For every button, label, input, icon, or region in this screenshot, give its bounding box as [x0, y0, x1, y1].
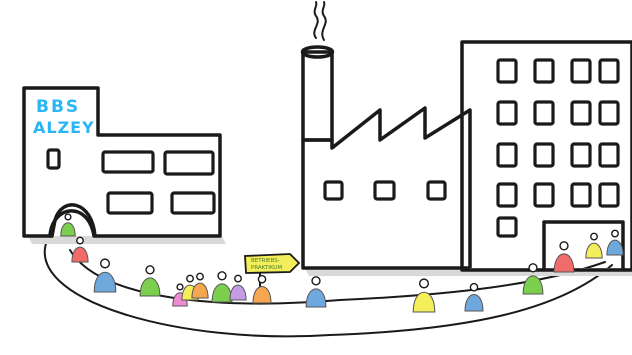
- signpost-line2: PRAKTIKUM: [251, 265, 282, 271]
- factory-window: [325, 182, 342, 199]
- person-figure: [140, 266, 160, 296]
- factory-window: [375, 182, 394, 199]
- office-window: [600, 184, 618, 206]
- school-sign-line1: BBS: [36, 97, 80, 117]
- office-window: [572, 60, 590, 82]
- signpost-line1: BETRIEBS-: [251, 258, 280, 264]
- office-window: [600, 60, 618, 82]
- office-window: [572, 144, 590, 166]
- smoke: [314, 2, 317, 38]
- factory-building: [303, 2, 475, 276]
- office-window: [572, 102, 590, 124]
- office-window: [498, 144, 516, 166]
- school-sign-line2: ALZEY: [33, 118, 95, 137]
- person-figure: [465, 284, 483, 311]
- office-window: [535, 144, 553, 166]
- factory-window: [428, 182, 445, 199]
- person-figure: [61, 214, 75, 236]
- office-window: [535, 184, 553, 206]
- school-window: [172, 193, 214, 213]
- office-window: [572, 184, 590, 206]
- person-figure: [230, 275, 246, 300]
- school-window: [165, 152, 213, 174]
- smoke: [322, 2, 325, 40]
- office-window: [498, 60, 516, 82]
- office-window: [498, 184, 516, 206]
- person-figure: [607, 230, 623, 255]
- office-window: [498, 102, 516, 124]
- person-figure: [212, 272, 232, 302]
- person-figure: [253, 276, 271, 303]
- signpost: BETRIEBS- PRAKTIKUM: [245, 254, 299, 302]
- person-figure: [554, 242, 574, 272]
- person-figure: [306, 277, 326, 307]
- office-window: [600, 144, 618, 166]
- office-window: [498, 218, 516, 236]
- office-window: [535, 102, 553, 124]
- school-window: [103, 152, 153, 172]
- school-window-small: [48, 150, 59, 168]
- office-window: [600, 102, 618, 124]
- office-window: [535, 60, 553, 82]
- office-building: [462, 42, 632, 276]
- school-building: BBS ALZEY: [24, 88, 226, 244]
- person-figure: [586, 233, 602, 258]
- people-group: [61, 214, 623, 312]
- school-window: [108, 193, 152, 213]
- person-figure: [192, 273, 208, 298]
